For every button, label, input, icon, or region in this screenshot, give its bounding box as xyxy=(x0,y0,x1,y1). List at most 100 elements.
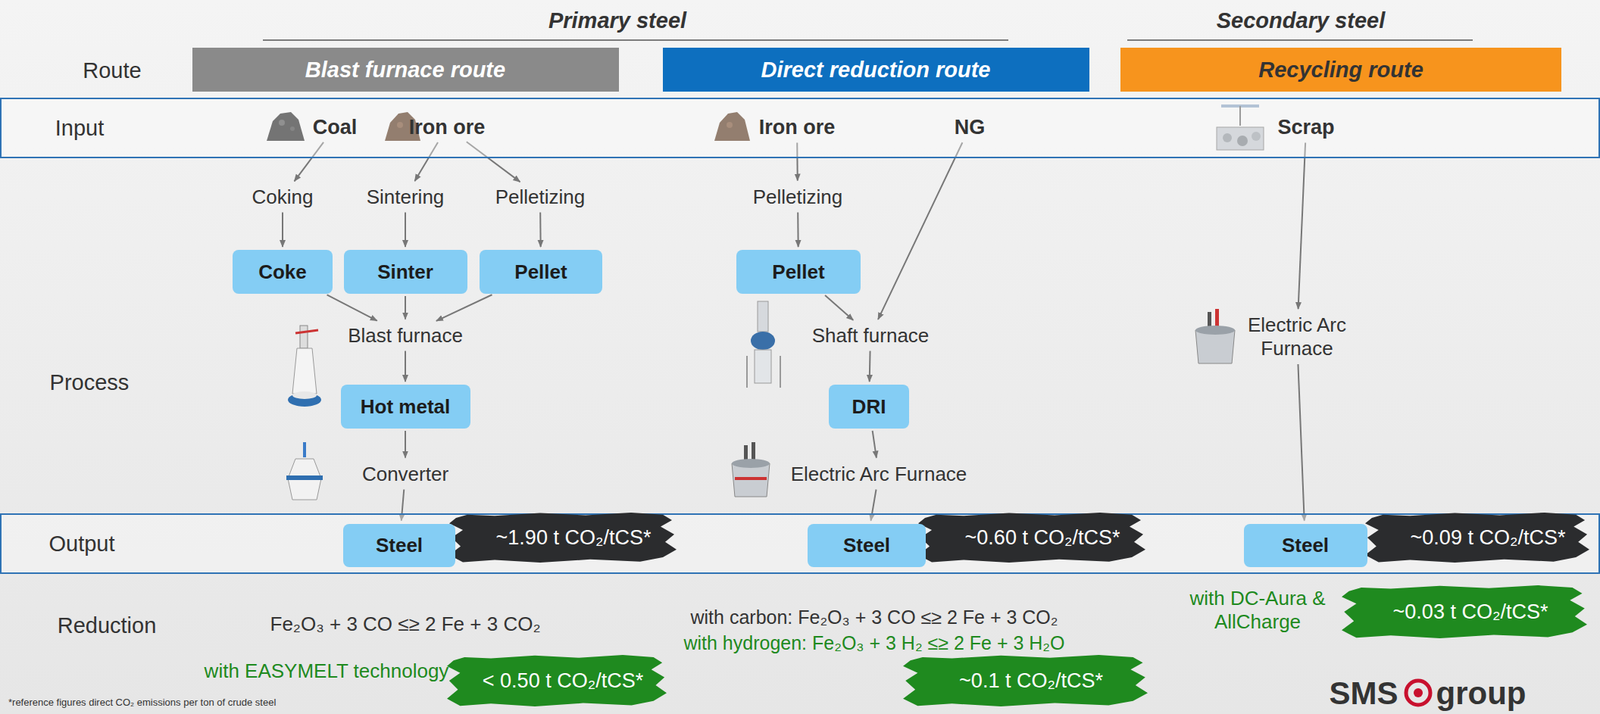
steel-box: Steel xyxy=(807,524,926,568)
process-step: Electric Arc Furnace xyxy=(787,461,971,488)
node-text: Steel xyxy=(375,534,423,558)
text-label: with carbon: Fe₂O₃ + 3 CO ≤≥ 2 Fe + 3 CO… xyxy=(690,606,1059,629)
process-step: Blast furnace xyxy=(344,322,466,350)
electric-arc-furnace-icon xyxy=(1195,309,1235,364)
reduced-emission-badge: ~0.1 t CO₂/tCS* xyxy=(903,653,1148,710)
text-label: with EASYMELT technology xyxy=(204,659,450,684)
node-text: Pelletizing xyxy=(753,185,844,210)
emission-badge: ~0.09 t CO₂/tCS* xyxy=(1365,510,1590,566)
text-label: *reference figures direct CO₂ emissions … xyxy=(8,696,276,709)
route-bar: Recycling route xyxy=(1120,47,1562,92)
node-text: Coking xyxy=(252,185,314,210)
flow-arrow xyxy=(539,212,541,247)
text-label: with hydrogen: Fe₂O₃ + 3 H₂ ≤≥ 2 Fe + 3 … xyxy=(683,632,1065,655)
text-label: Fe₂O₃ + 3 CO ≤≥ 2 Fe + 3 CO₂ xyxy=(270,612,541,637)
steel-box: Steel xyxy=(343,524,456,568)
text-label: Secondary steel xyxy=(1216,8,1385,34)
heading-rule xyxy=(1127,39,1473,41)
converter-icon xyxy=(286,442,323,500)
text-label: with DC-Aura & AllCharge xyxy=(1181,587,1334,635)
text-label: SMS xyxy=(1328,675,1398,713)
reduced-emission-badge: < 0.50 t CO₂/tCS* xyxy=(446,653,667,710)
node-text: Iron ore xyxy=(409,115,486,140)
text-label: Primary steel xyxy=(548,8,687,34)
input-label: Iron ore xyxy=(406,114,489,141)
node-text: NG xyxy=(954,115,986,140)
node-text: Steel xyxy=(843,534,891,558)
text-label: Route xyxy=(82,58,141,84)
text-label: Reduction xyxy=(57,613,157,639)
text-label: Process xyxy=(50,370,130,396)
node-text: Input xyxy=(55,115,105,141)
node-text: Pellet xyxy=(514,260,567,285)
flow-arrow xyxy=(327,294,378,321)
heading-rule xyxy=(262,39,1009,41)
node-text: ~0.09 t CO₂/tCS* xyxy=(1410,526,1566,550)
input-label: NG xyxy=(951,114,989,141)
emission-badge: ~1.90 t CO₂/tCS* xyxy=(449,510,677,566)
node-text: Blast furnace xyxy=(347,324,463,348)
node-text: Coke xyxy=(258,260,307,285)
node-text: DRI xyxy=(852,395,887,419)
node-text: Sintering xyxy=(366,185,445,210)
product-box: DRI xyxy=(828,384,910,429)
route-bar: Direct reduction route xyxy=(662,47,1090,92)
node-text: Recycling route xyxy=(1258,57,1424,83)
steel-box: Steel xyxy=(1243,524,1368,568)
input-label: Scrap xyxy=(1274,114,1338,141)
node-text: Coal xyxy=(312,115,358,140)
product-box: Pellet xyxy=(479,250,603,294)
process-step: Electric Arc Furnace xyxy=(1237,312,1357,363)
flow-arrow xyxy=(404,351,407,383)
node-text: Pellet xyxy=(771,260,825,285)
flow-arrow xyxy=(825,295,854,321)
node-text: < 0.50 t CO₂/tCS* xyxy=(482,669,644,694)
output-band: Output Steel ~1.90 t CO₂/tCS* Steel ~0.60 t … xyxy=(0,513,1600,575)
input-label: Coal xyxy=(309,114,361,141)
node-text: Converter xyxy=(362,462,449,487)
flow-arrow xyxy=(436,294,493,322)
node-text: ~0.60 t CO₂/tCS* xyxy=(965,526,1121,550)
blast-furnace-icon xyxy=(287,325,322,407)
input-band: Input Coal Iron ore Iron ore NG Scrap xyxy=(0,97,1600,159)
node-text: Pelletizing xyxy=(495,185,586,210)
flow-arrow xyxy=(281,212,284,248)
node-text: Sinter xyxy=(377,260,434,285)
shaft-furnace-icon xyxy=(746,301,781,388)
flow-arrow xyxy=(404,212,407,248)
product-box: Sinter xyxy=(343,250,468,294)
process-step: Converter xyxy=(359,461,452,488)
node-text: Electric Arc Furnace xyxy=(790,462,968,487)
process-step: Pelletizing xyxy=(492,184,589,211)
product-box: Hot metal xyxy=(340,384,471,429)
flow-arrow xyxy=(796,212,799,247)
flow-arrow xyxy=(404,431,407,459)
electric-arc-furnace-icon xyxy=(731,442,770,497)
product-box: Pellet xyxy=(736,250,861,294)
node-text: ~0.03 t CO₂/tCS* xyxy=(1393,600,1549,625)
route-bar: Blast furnace route xyxy=(192,47,619,92)
node-text: ~1.90 t CO₂/tCS* xyxy=(496,526,652,550)
node-text: Scrap xyxy=(1277,115,1335,140)
process-step: Sintering xyxy=(363,184,448,211)
flow-arrow xyxy=(878,142,963,320)
flow-arrow xyxy=(868,350,872,382)
flow-arrow xyxy=(872,431,877,459)
flow-arrow xyxy=(1297,364,1304,522)
node-text: Direct reduction route xyxy=(761,57,991,83)
process-step: Coking xyxy=(249,184,317,211)
emission-badge: ~0.60 t CO₂/tCS* xyxy=(918,510,1146,566)
input-label: Iron ore xyxy=(756,114,839,141)
node-text: Steel xyxy=(1281,534,1329,558)
product-box: Coke xyxy=(232,250,333,294)
flow-arrow xyxy=(1298,142,1307,310)
text-label: group xyxy=(1436,675,1527,713)
node-text: Output xyxy=(48,531,115,557)
node-text: Blast furnace route xyxy=(305,57,506,83)
node-text: Iron ore xyxy=(759,115,836,140)
flow-arrow xyxy=(404,296,407,320)
node-text: Hot metal xyxy=(360,395,450,419)
node-text: ~0.1 t CO₂/tCS* xyxy=(959,669,1104,694)
process-step: Pelletizing xyxy=(750,184,847,211)
node-text: Electric Arc Furnace xyxy=(1240,313,1354,361)
